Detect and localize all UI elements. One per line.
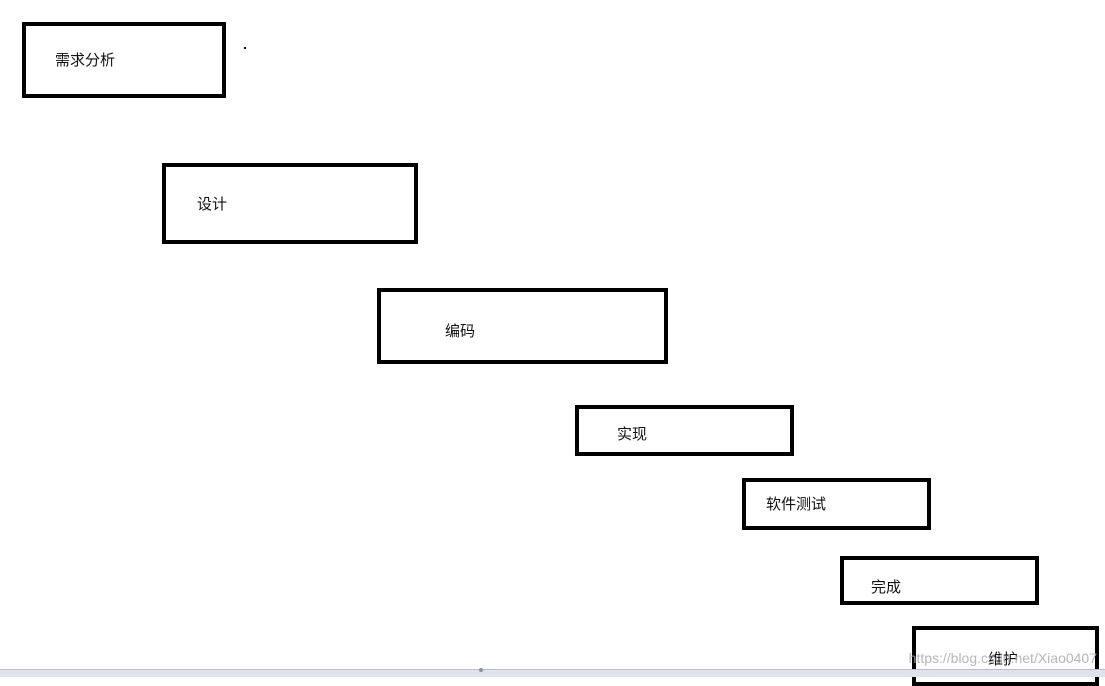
step-box-implementation: 实现 (575, 405, 794, 456)
scroll-handle[interactable] (479, 668, 483, 672)
step-label: 编码 (445, 322, 476, 340)
step-box-completion: 完成 (840, 556, 1039, 605)
step-label: 完成 (871, 578, 902, 596)
step-label: 需求分析 (55, 51, 116, 69)
step-label: 实现 (617, 425, 648, 443)
step-box-requirements-analysis: 需求分析 (22, 22, 226, 98)
step-box-coding: 编码 (377, 288, 668, 364)
stray-dot (244, 47, 246, 49)
step-label: 设计 (197, 195, 228, 213)
step-label: 维护 (988, 650, 1019, 668)
step-box-design: 设计 (162, 163, 418, 244)
bottom-scroll-bar[interactable] (0, 669, 1105, 677)
step-box-software-testing: 软件测试 (742, 478, 931, 530)
step-label: 软件测试 (766, 495, 827, 513)
watermark: https://blog.csdn.net/Xiao0407 (908, 650, 1097, 666)
